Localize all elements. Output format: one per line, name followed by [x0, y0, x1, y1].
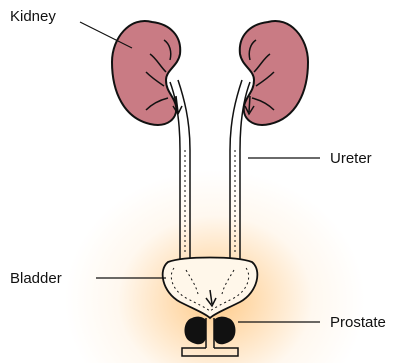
prostate — [185, 317, 236, 345]
bladder — [163, 258, 258, 319]
prostate-label: Prostate — [330, 314, 386, 331]
left-kidney — [112, 21, 180, 125]
right-kidney — [240, 21, 308, 125]
kidney-label: Kidney — [10, 8, 56, 25]
ureter-label: Ureter — [330, 150, 372, 167]
bladder-label: Bladder — [10, 270, 62, 287]
